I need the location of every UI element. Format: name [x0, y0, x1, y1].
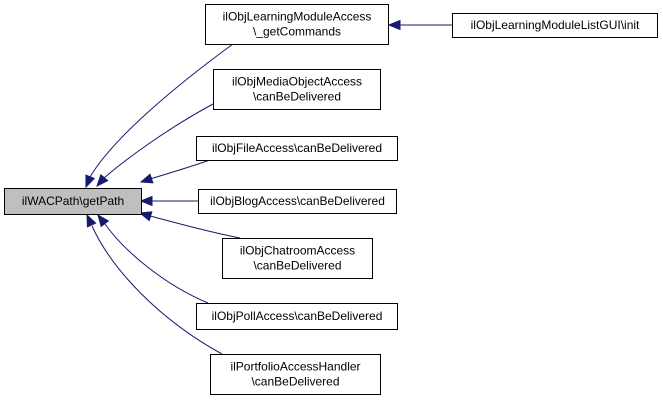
node-box[interactable] — [210, 354, 381, 395]
arrowhead-icon — [139, 195, 153, 207]
edge-n2-to-n1 — [387, 19, 452, 31]
node-label: ilObjMediaObjectAccess — [232, 75, 362, 89]
edge-n7-to-n0 — [97, 213, 209, 304]
node-label: \canBeDelivered — [253, 90, 341, 104]
caller-node[interactable]: ilObjLearningModuleListGUI\init — [452, 13, 658, 38]
edge-line — [149, 159, 211, 180]
edge-line — [91, 225, 223, 355]
node-label: ilObjLearningModuleListGUI\init — [471, 18, 640, 32]
node-box[interactable] — [213, 69, 381, 110]
caller-node[interactable]: ilObjPollAccess\canBeDelivered — [196, 303, 398, 330]
node-label: ilPortfolioAccessHandler — [230, 360, 360, 374]
arrowhead-icon — [86, 213, 97, 228]
arrowhead-icon — [139, 173, 154, 184]
arrowhead-icon — [138, 211, 153, 222]
root-node[interactable]: ilWACPath\getPath — [4, 188, 142, 215]
edge-line — [149, 215, 241, 239]
node-box[interactable] — [196, 303, 398, 330]
edges-layer — [85, 19, 452, 355]
edge-line — [89, 43, 234, 178]
caller-node[interactable]: ilObjLearningModuleAccess\_getCommands — [205, 4, 389, 45]
edge-line — [103, 103, 214, 179]
node-label: \_getCommands — [253, 25, 341, 39]
node-box[interactable] — [205, 4, 389, 45]
node-label: ilObjPollAccess\canBeDelivered — [212, 309, 383, 323]
edge-n5-to-n0 — [139, 195, 198, 207]
node-box[interactable] — [222, 238, 373, 279]
node-label: ilObjFileAccess\canBeDelivered — [212, 141, 382, 155]
caller-node[interactable]: ilObjChatroomAccess\canBeDelivered — [222, 238, 373, 279]
node-label: ilObjBlogAccess\canBeDelivered — [210, 194, 385, 208]
node-label: ilObjLearningModuleAccess — [223, 10, 372, 24]
edge-n3-to-n0 — [96, 103, 214, 187]
caller-node[interactable]: ilObjBlogAccess\canBeDelivered — [198, 189, 397, 214]
edge-n4-to-n0 — [139, 159, 211, 184]
arrowhead-icon — [85, 174, 96, 189]
edge-n1-to-n0 — [85, 43, 234, 189]
edge-line — [104, 223, 209, 304]
edge-n8-to-n0 — [86, 213, 223, 355]
node-label: \canBeDelivered — [251, 375, 339, 389]
node-box[interactable] — [196, 136, 398, 161]
node-label: ilWACPath\getPath — [22, 194, 124, 208]
caller-node[interactable]: ilPortfolioAccessHandler\canBeDelivered — [210, 354, 381, 395]
node-label: \canBeDelivered — [253, 259, 341, 273]
nodes-layer: ilWACPath\getPath ilObjLearningModuleAcce… — [4, 4, 658, 395]
arrowhead-icon — [96, 173, 109, 187]
node-box[interactable] — [452, 13, 658, 38]
arrowhead-icon — [97, 213, 110, 228]
caller-node[interactable]: ilObjMediaObjectAccess\canBeDelivered — [213, 69, 381, 110]
node-label: ilObjChatroomAccess — [240, 244, 355, 258]
arrowhead-icon — [387, 19, 401, 31]
edge-n6-to-n0 — [138, 211, 241, 239]
node-box[interactable] — [198, 189, 397, 214]
node-box[interactable] — [4, 188, 142, 215]
caller-node[interactable]: ilObjFileAccess\canBeDelivered — [196, 136, 398, 161]
